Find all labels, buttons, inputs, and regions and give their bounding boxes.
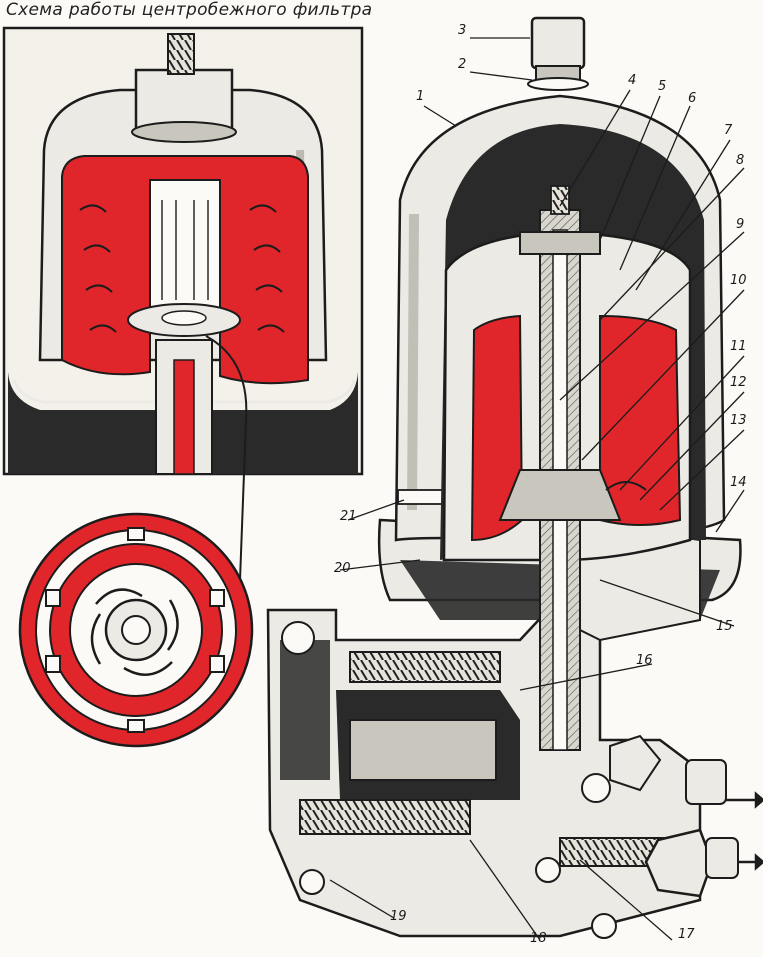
leader-lines bbox=[329, 37, 745, 941]
inset-axis bbox=[149, 179, 221, 321]
callout-8: 8 bbox=[736, 153, 745, 168]
nozzle-detail bbox=[18, 512, 254, 748]
rotor-oil-right bbox=[599, 314, 682, 526]
inset-rotor-chamber bbox=[61, 155, 309, 385]
callout-10: 10 bbox=[730, 273, 747, 288]
rotor-oil-left bbox=[470, 314, 524, 542]
callout-9: 9 bbox=[736, 217, 745, 232]
callout-2: 2 bbox=[458, 57, 467, 72]
callout-6: 6 bbox=[688, 91, 697, 106]
inset-flow-arrows bbox=[79, 204, 285, 333]
inset-leader-line bbox=[205, 335, 248, 581]
callout-20: 20 bbox=[334, 561, 351, 576]
diagram-title: Схема работы центробежного фильтра bbox=[6, 0, 373, 20]
inset-stud bbox=[167, 33, 195, 75]
callout-13: 13 bbox=[730, 413, 747, 428]
upper-fitting bbox=[685, 759, 727, 805]
top-plug bbox=[530, 16, 586, 70]
callout-17: 17 bbox=[678, 927, 695, 942]
lower-fitting bbox=[705, 837, 739, 879]
callout-12: 12 bbox=[730, 375, 747, 390]
callout-18: 18 bbox=[530, 931, 547, 946]
callout-4: 4 bbox=[628, 73, 637, 88]
gasket bbox=[527, 77, 589, 91]
callout-5: 5 bbox=[658, 79, 667, 94]
callout-3: 3 bbox=[458, 23, 467, 38]
callout-19: 19 bbox=[390, 909, 407, 924]
callout-16: 16 bbox=[636, 653, 653, 668]
lower-spring bbox=[299, 799, 471, 835]
right-plug bbox=[644, 828, 714, 898]
callout-14: 14 bbox=[730, 475, 747, 490]
callout-11: 11 bbox=[730, 339, 747, 354]
callout-15: 15 bbox=[716, 619, 733, 634]
outlet-arrows bbox=[726, 791, 763, 871]
main-cutaway bbox=[266, 16, 763, 939]
callout-21: 21 bbox=[340, 509, 357, 524]
callout-7: 7 bbox=[724, 123, 733, 138]
upper-spring bbox=[349, 651, 501, 683]
callout-1: 1 bbox=[416, 89, 425, 104]
inset-scheme bbox=[2, 26, 364, 581]
